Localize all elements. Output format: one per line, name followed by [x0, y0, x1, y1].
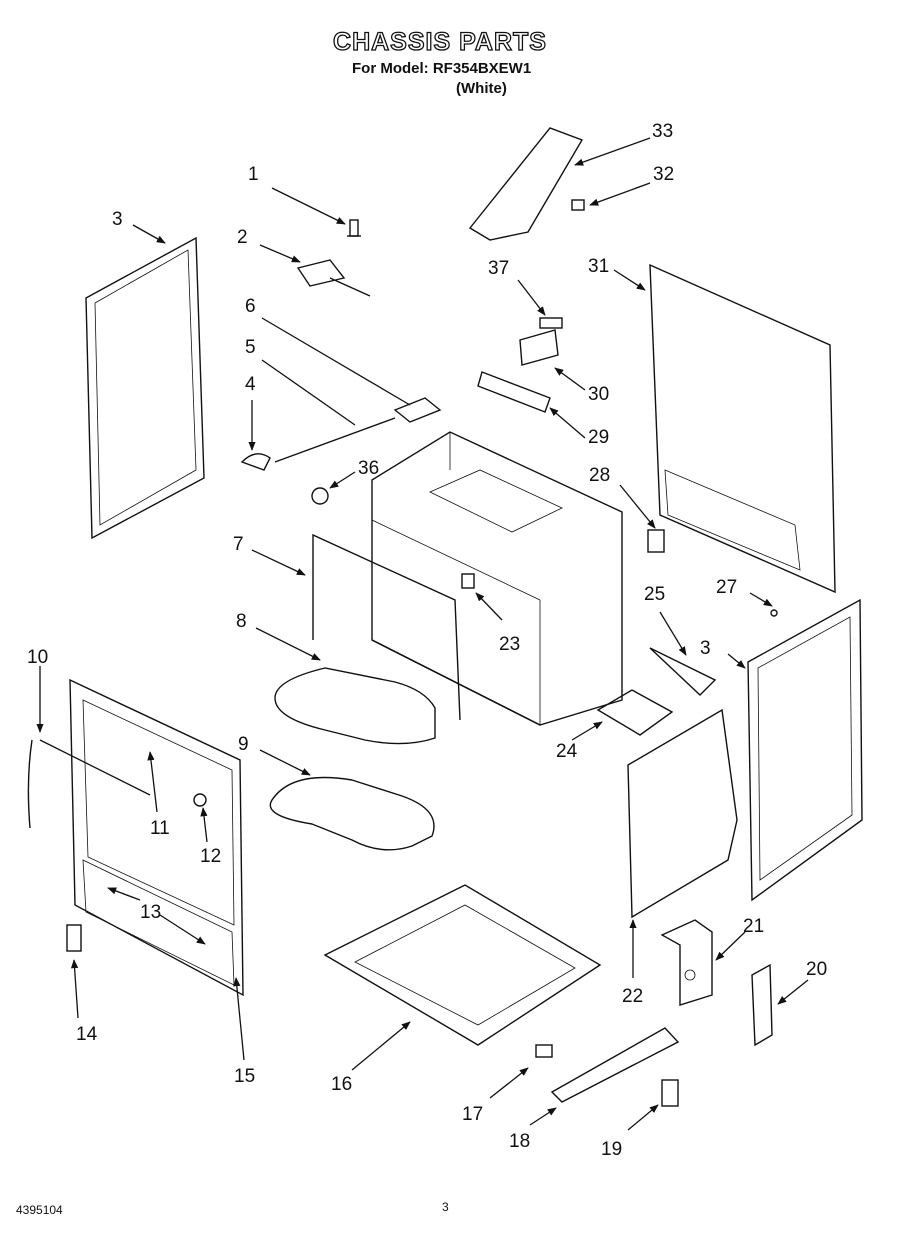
oven-bottom-panel [323, 884, 602, 1046]
mounting-channel [477, 371, 551, 413]
oven-gasket [312, 533, 461, 721]
terminal-block [519, 329, 559, 366]
leveling-leg-front [66, 924, 82, 952]
wire-part [27, 739, 33, 829]
rear-cover [627, 708, 738, 919]
fastener-part [193, 793, 207, 807]
callout-4: 4 [245, 374, 256, 395]
strip-part [751, 963, 773, 1047]
broil-element [274, 667, 436, 745]
oven-cavity [371, 431, 623, 726]
rail-part [550, 1027, 680, 1103]
callout-24: 24 [556, 741, 578, 762]
support-plate [596, 689, 674, 736]
page-number: 3 [442, 1200, 449, 1214]
callout-17: 17 [462, 1104, 483, 1125]
callout-10: 10 [27, 647, 48, 668]
callout-14: 14 [76, 1024, 98, 1045]
screw-part [347, 219, 361, 237]
callout-3-left: 3 [112, 209, 123, 230]
side-panel-right [747, 598, 863, 902]
callout-18: 18 [509, 1131, 530, 1152]
leveling-leg-rear [661, 1079, 679, 1107]
callout-23: 23 [499, 634, 520, 655]
callout-20: 20 [806, 959, 827, 980]
mounting-bracket [660, 919, 713, 1006]
callout-7: 7 [233, 534, 244, 555]
callout-25: 25 [644, 584, 665, 605]
callout-15: 15 [234, 1066, 255, 1087]
callout-8: 8 [236, 611, 247, 632]
callout-11: 11 [150, 818, 170, 839]
callout-36: 36 [358, 458, 379, 479]
page-title: CHASSIS PARTS [332, 27, 547, 56]
callout-16: 16 [331, 1074, 352, 1095]
callout-30: 30 [588, 384, 609, 405]
callout-1: 1 [248, 164, 259, 185]
callout-9: 9 [238, 734, 249, 755]
callout-31: 31 [588, 256, 609, 277]
model-line: For Model: RF354BXEW1 [352, 60, 532, 77]
callout-21: 21 [743, 916, 764, 937]
screw-small [770, 609, 778, 617]
doc-number: 4395104 [16, 1203, 63, 1217]
callout-29: 29 [588, 427, 609, 448]
callout-6: 6 [245, 296, 256, 317]
callout-33: 33 [652, 121, 673, 142]
callout-2: 2 [237, 227, 248, 248]
side-panel-left [85, 236, 205, 540]
color-line: (White) [456, 80, 507, 97]
angle-bracket [649, 647, 717, 696]
bracket-part [296, 259, 371, 297]
callout-19: 19 [601, 1139, 622, 1160]
callout-37: 37 [488, 258, 509, 279]
callout-13: 13 [140, 902, 161, 923]
callout-3-right: 3 [700, 638, 711, 659]
callout-22: 22 [622, 986, 643, 1007]
small-clip [571, 199, 585, 211]
clip-part [535, 1044, 553, 1058]
back-panel [649, 263, 836, 594]
switch-part [647, 529, 665, 553]
sensor-part [461, 573, 475, 589]
callout-12: 12 [200, 846, 221, 867]
callout-5: 5 [245, 337, 256, 358]
terminal-part [539, 317, 563, 329]
callout-28: 28 [589, 465, 610, 486]
callout-32: 32 [653, 164, 674, 185]
leader-lines [36, 137, 809, 1131]
vent-duct [468, 127, 584, 241]
bake-element [269, 776, 435, 851]
callout-27: 27 [716, 577, 737, 598]
igniter-assembly [240, 397, 442, 471]
plug-part [311, 487, 329, 505]
